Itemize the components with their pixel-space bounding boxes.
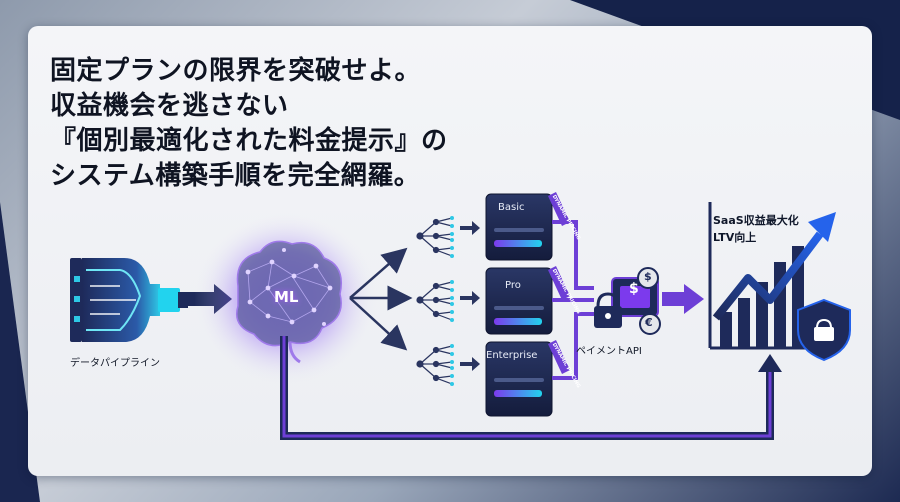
headline-line-1: 固定プランの限界を突破せよ。: [50, 56, 422, 86]
payment-arrow: [662, 284, 704, 314]
plan-enterprise-title: Enterprise: [486, 350, 538, 361]
headline-line-3: 『個別最適化された料金提示』の: [50, 126, 448, 156]
branch-arrows: [349, 247, 413, 351]
flow-diagram: [70, 192, 851, 440]
payment-screen-dollar: $: [629, 281, 639, 297]
dynamic-pricing-tags: [548, 192, 570, 374]
euro-coin-icon: [639, 313, 661, 335]
slide-card: 固定プランの限界を突破せよ。 収益機会を逃さない 『個別最適化された料金提示』の…: [28, 26, 872, 476]
payment-api: [594, 267, 661, 335]
plan-to-payment-lines: [552, 220, 594, 380]
shield-lock-icon: [797, 298, 851, 362]
feedback-loop: [280, 336, 782, 440]
dollar-coin-symbol: $: [644, 270, 652, 283]
result-label: SaaS収益最大化 LTV向上: [713, 212, 799, 246]
plan-basic-title: Basic: [498, 202, 525, 213]
pipeline-label: データパイプライン: [70, 358, 160, 369]
euro-coin-symbol: €: [645, 316, 653, 329]
price-card-icon: [485, 193, 553, 417]
funnel-icon: [70, 258, 188, 342]
headline: 固定プランの限界を突破せよ。 収益機会を逃さない 『個別最適化された料金提示』の…: [50, 54, 610, 194]
headline-line-2: 収益機会を逃さない: [50, 91, 289, 121]
dollar-coin-icon: [637, 267, 659, 289]
result-line-1: SaaS収益最大化: [713, 214, 799, 227]
headline-line-4: システム構築手順を完全網羅。: [50, 161, 421, 191]
tree-to-plan-arrows: [460, 221, 480, 371]
brain-icon: [194, 212, 378, 384]
plan-pro-title: Pro: [505, 280, 521, 291]
payment-api-label: ペイメントAPI: [576, 346, 642, 357]
lock-icon: [594, 292, 622, 328]
decision-tree-icon: [416, 216, 454, 386]
result-line-2: LTV向上: [713, 231, 757, 244]
ml-label: ML: [274, 288, 299, 306]
